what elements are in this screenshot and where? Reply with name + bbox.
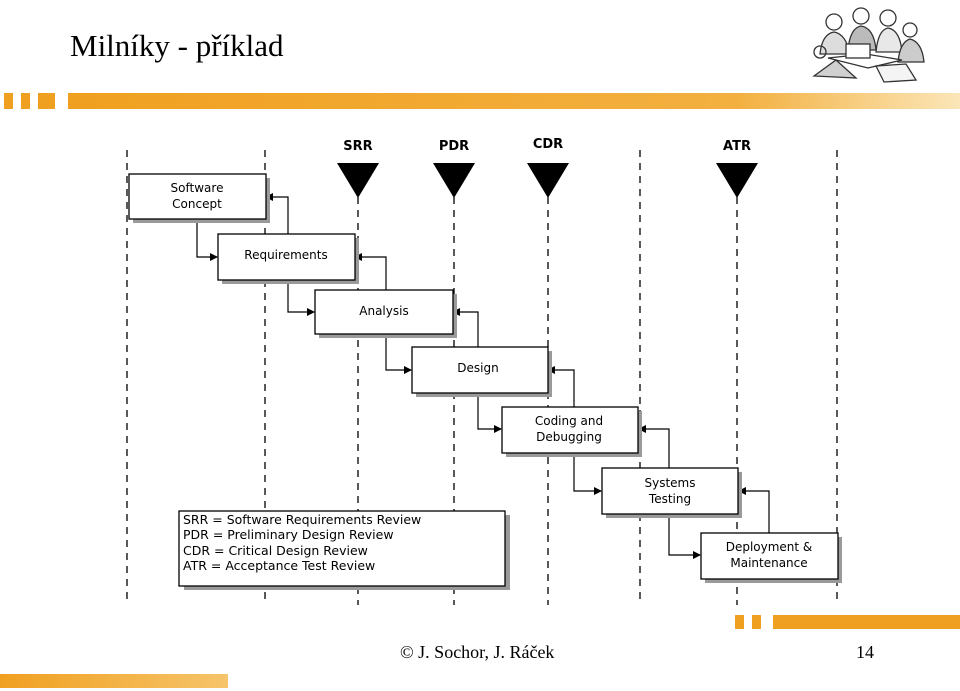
phase-label: Requirements xyxy=(244,248,327,262)
milestone-marker-pdr xyxy=(433,163,475,198)
phase-label: Software xyxy=(171,181,224,195)
milestone-label-atr: ATR xyxy=(723,139,751,154)
milestone-label-cdr: CDR xyxy=(533,137,563,152)
phase-box-coding-and-debugging: Coding and Debugging xyxy=(501,406,642,457)
bottom-accent-bar-left xyxy=(0,674,228,688)
legend-item: PDR = Preliminary Design Review xyxy=(183,527,394,542)
milestone-label-pdr: PDR xyxy=(439,139,469,154)
bottom-accent-bar-right xyxy=(735,615,960,629)
legend-item: SRR = Software Requirements Review xyxy=(183,512,421,527)
slide-title: Milníky - příklad xyxy=(70,28,284,63)
phase-label: Design xyxy=(457,361,498,375)
milestone-marker-cdr xyxy=(527,163,569,198)
phase-box-requirements: Requirements xyxy=(217,233,359,284)
phase-box-design: Design xyxy=(411,346,552,397)
milestone-marker-atr xyxy=(716,163,758,198)
people-team-icon xyxy=(812,7,925,83)
phase-box-software-concept: Software Concept xyxy=(128,173,270,223)
phase-label: Testing xyxy=(648,492,691,506)
phase-label: Deployment & xyxy=(726,540,813,554)
legend-item: ATR = Acceptance Test Review xyxy=(183,558,375,573)
phase-label: Systems xyxy=(645,476,696,490)
phase-label: Concept xyxy=(172,197,222,211)
phase-label: Coding and xyxy=(535,414,603,428)
milestone-marker-srr xyxy=(337,163,379,198)
phase-box-analysis: Analysis xyxy=(314,289,457,338)
phase-box-systems-testing: Systems Testing xyxy=(601,467,742,518)
legend-box: SRR = Software Requirements Review PDR =… xyxy=(178,510,510,590)
milestone-label-srr: SRR xyxy=(343,139,372,154)
phase-label: Analysis xyxy=(359,304,408,318)
phase-label: Maintenance xyxy=(730,556,807,570)
phase-box-deployment-and-maintenance: Deployment & Maintenance xyxy=(700,532,842,583)
top-accent-bar xyxy=(4,93,960,109)
phase-label: Debugging xyxy=(536,430,602,444)
footer-copyright: © J. Sochor, J. Ráček xyxy=(400,642,555,662)
legend-item: CDR = Critical Design Review xyxy=(183,543,368,558)
page-number: 14 xyxy=(856,642,874,662)
